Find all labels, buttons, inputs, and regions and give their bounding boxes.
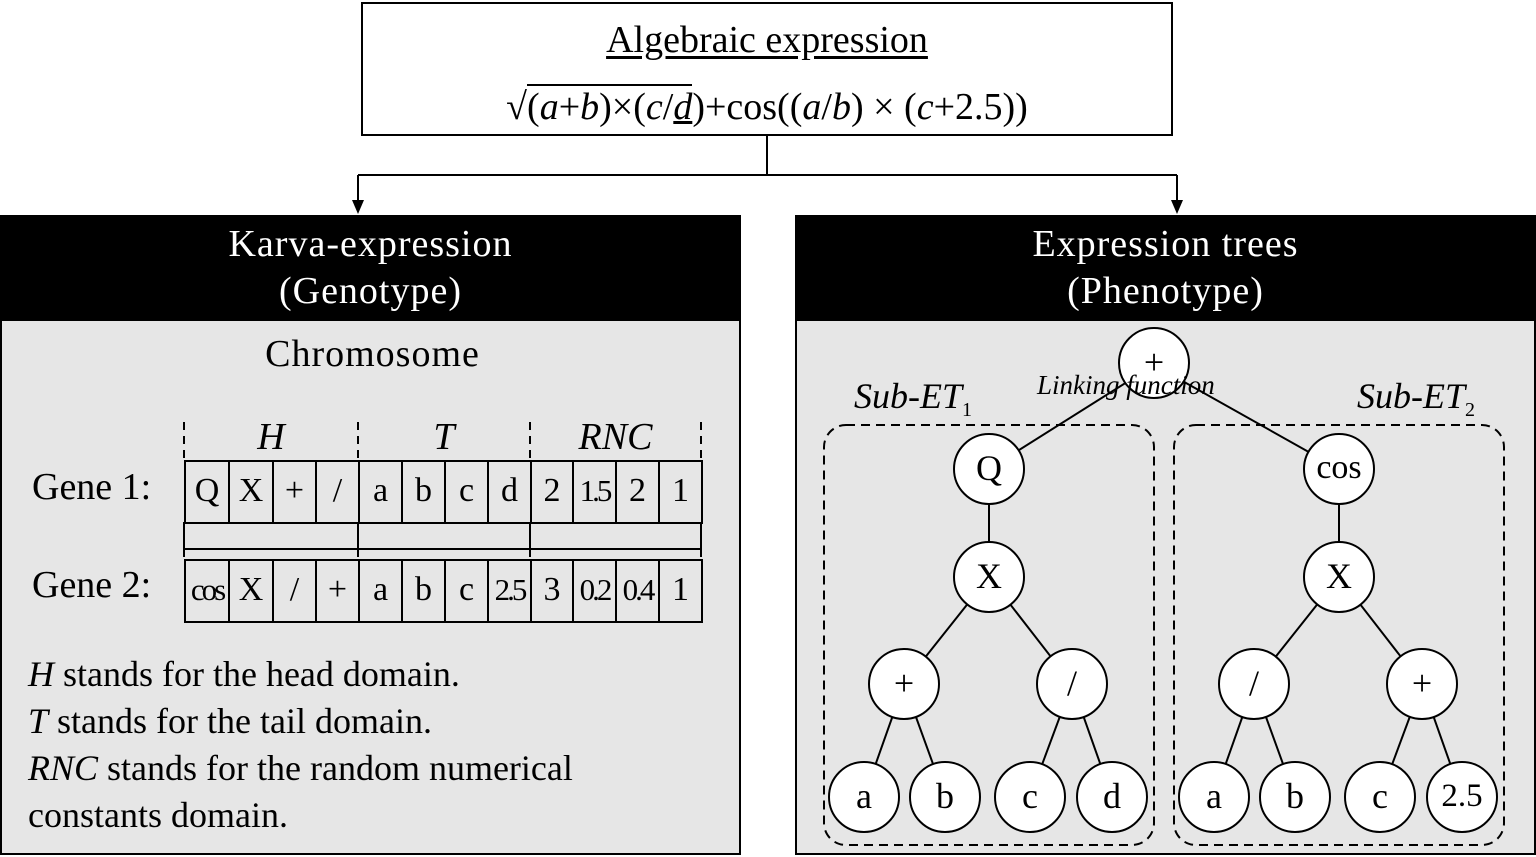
tree-leaf-a-right: a [1178, 761, 1250, 833]
gene-2-cell: 1 [658, 559, 703, 623]
gene-1-cell: 2 [615, 460, 660, 524]
gene-1-cell: 1 [658, 460, 703, 524]
tree-leaf-b-left: b [909, 761, 981, 833]
algebraic-expression-formula: √(a+b)×(c/d)+cos((a/b) × (c+2.5)) [363, 84, 1171, 129]
tree-node-x-left: X [953, 541, 1025, 613]
note-t-text: stands for the tail domain. [48, 701, 432, 741]
sub-et-2-box [1173, 424, 1505, 846]
tree-node-x-right: X [1303, 541, 1375, 613]
tree-node-q: Q [953, 433, 1025, 505]
sub-et-2-name: Sub-ET [1357, 376, 1465, 416]
gene-1-cell: 2 [530, 460, 574, 524]
gene-2-cell: c [444, 559, 489, 623]
note-rnc-term: RNC [28, 748, 99, 788]
gene-2-cell: 0.4 [615, 559, 660, 623]
gene-2-label: Gene 2: [32, 564, 152, 606]
gene-1-cell: a [358, 460, 403, 524]
genotype-panel: Karva-expression (Genotype) Chromosome H… [0, 215, 741, 855]
gene-1-cell: b [401, 460, 446, 524]
tree-node-cos: cos [1303, 433, 1375, 505]
sub-et-1-name: Sub-ET [854, 376, 962, 416]
tree-leaf-2-5-right: 2.5 [1426, 761, 1498, 833]
expr-d: d [673, 86, 693, 128]
gene-1-cell: 1.5 [572, 460, 617, 524]
note-t-term: T [28, 701, 49, 741]
gene-2-cell: 2.5 [487, 559, 532, 623]
gene-1-label: Gene 1: [32, 466, 152, 508]
sub-et-1-label: Sub-ET1 [854, 375, 972, 422]
arrow-left-head [352, 200, 364, 214]
note-h-text: stands for the head domain. [54, 654, 460, 694]
sqrt-sign: √ [506, 86, 528, 128]
phenotype-header-line1: Expression trees [1032, 223, 1299, 265]
gene-2-cell: 0.2 [572, 559, 617, 623]
gene-1-cell: c [444, 460, 489, 524]
segment-label-t: T [433, 416, 455, 458]
sub-et-2-index: 2 [1465, 399, 1475, 422]
gene-2-cell: + [315, 559, 360, 623]
tree-leaf-c-left: c [994, 761, 1066, 833]
gene-1-cell: d [487, 460, 532, 524]
note-h: H stands for the head domain. [28, 653, 460, 695]
note-rnc-text: stands for the random numerical [98, 748, 573, 788]
algebraic-expression-title: Algebraic expression [606, 19, 928, 61]
gene-2-cell: cos [184, 559, 230, 623]
tree-node-plus-right: + [1386, 648, 1458, 720]
gene-2-cell: a [358, 559, 403, 623]
gene-1-cell: + [272, 460, 317, 524]
gene-2-cell: 3 [530, 559, 574, 623]
expr-part-1: (a+b)×(c/ [527, 86, 674, 128]
linking-function-label: Linking function [1037, 370, 1215, 400]
phenotype-header-line2: (Phenotype) [1067, 270, 1264, 312]
arrow-right-head [1171, 200, 1183, 214]
tree-leaf-c-right: c [1344, 761, 1416, 833]
sub-et-1-index: 1 [962, 399, 972, 422]
chromosome-title: Chromosome [265, 333, 480, 375]
segment-label-h: H [257, 416, 285, 458]
segment-label-rnc: RNC [578, 416, 653, 458]
algebraic-expression-box: Algebraic expression √(a+b)×(c/d)+cos((a… [361, 2, 1173, 136]
gene-2-cell: X [228, 559, 274, 623]
tree-leaf-a-left: a [828, 761, 900, 833]
genotype-header: Karva-expression (Genotype) [2, 217, 739, 321]
gene-2-cell: b [401, 559, 446, 623]
tree-node-div-right: / [1218, 648, 1290, 720]
tree-leaf-d-left: d [1076, 761, 1148, 833]
sub-et-2-label: Sub-ET2 [1357, 375, 1475, 422]
gene-1-cell: Q [184, 460, 230, 524]
phenotype-panel: Expression trees (Phenotype) Sub-ET1 Sub… [795, 215, 1536, 855]
note-t: T stands for the tail domain. [28, 700, 432, 742]
expression-tree-edges [823, 364, 1505, 846]
note-h-term: H [28, 654, 54, 694]
segment-dividers [183, 422, 702, 557]
phenotype-header: Expression trees (Phenotype) [797, 217, 1534, 321]
note-rnc-cont: constants domain. [28, 795, 288, 835]
tree-node-div-left: / [1036, 648, 1108, 720]
note-rnc: RNC stands for the random numerical [28, 747, 573, 789]
genotype-header-line1: Karva-expression [228, 223, 513, 265]
tree-leaf-b-right: b [1259, 761, 1331, 833]
tree-node-plus-left: + [868, 648, 940, 720]
tree-node-root: + [1118, 327, 1190, 399]
gene-2-cell: / [272, 559, 317, 623]
radicand: (a+b)×(c/d [527, 84, 693, 128]
sub-et-1-box [823, 424, 1155, 846]
gene-1-cell: / [315, 460, 360, 524]
top-connectors [352, 136, 1183, 214]
gene-1-cell: X [228, 460, 274, 524]
expr-part-2: )+cos((a/b) × (c+2.5)) [692, 86, 1028, 128]
genotype-header-line2: (Genotype) [278, 270, 463, 312]
